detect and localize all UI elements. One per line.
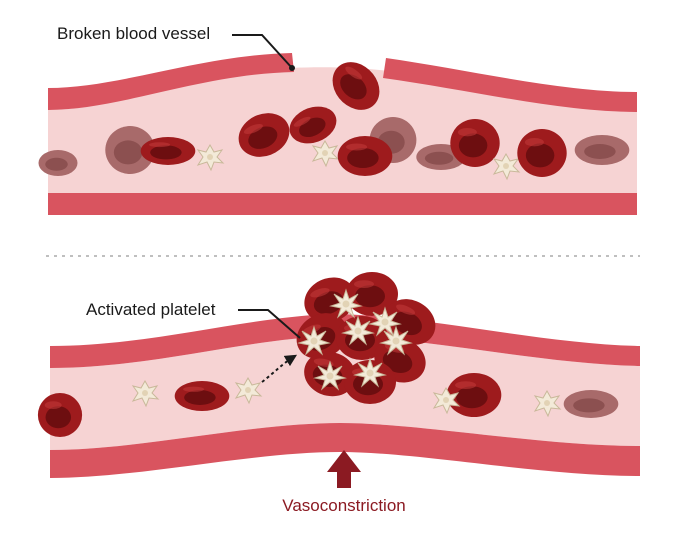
vessel-wall-upper-left <box>48 53 294 110</box>
platelet-migration-arrow <box>261 354 298 383</box>
broken-vessel-pointer <box>232 34 293 69</box>
broken-blood-vessel <box>38 52 637 215</box>
rbc-icon <box>174 381 230 411</box>
rbc-icon <box>563 390 619 418</box>
vessel-wall-lower-top <box>48 193 637 215</box>
vessel-wall-upper-right <box>383 58 637 112</box>
rbc-icon <box>517 129 567 177</box>
rbc-icon <box>140 137 196 165</box>
activated-platelet-label: Activated platelet <box>86 300 216 319</box>
vasoconstriction-arrow-icon <box>327 450 361 488</box>
vessel-wall-lower-bottom <box>50 423 640 478</box>
rbc-icon <box>574 135 630 165</box>
rbc-icon <box>37 393 83 437</box>
rbc-icon <box>337 136 393 176</box>
vasoconstriction-label: Vasoconstriction <box>282 496 405 515</box>
activated-platelet-pointer <box>238 309 301 339</box>
rbc-icon <box>450 119 500 167</box>
broken-vessel-label: Broken blood vessel <box>57 24 210 43</box>
rbc-icon <box>38 150 78 176</box>
